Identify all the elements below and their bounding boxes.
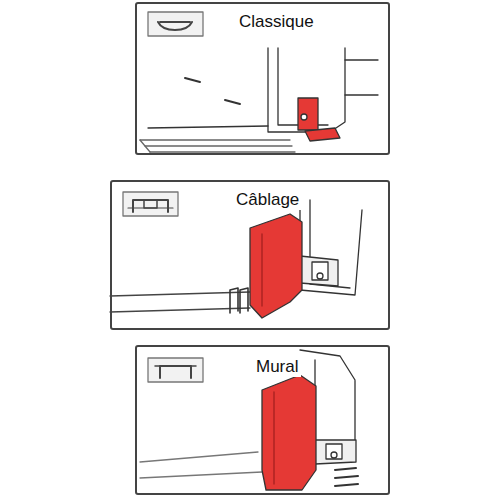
mode-panel: Câblage	[110, 180, 390, 330]
mode-label: Mural	[254, 357, 301, 377]
wall-staple-icon	[148, 358, 203, 382]
classic-staple-icon	[148, 12, 203, 36]
mode-label: Classique	[237, 12, 316, 32]
wall-stapler-drawing	[140, 350, 358, 490]
mode-label: Câblage	[234, 190, 301, 210]
mode-panel: Mural	[135, 345, 390, 495]
cable-staple-icon	[123, 192, 178, 216]
classic-stapler-drawing	[140, 48, 378, 152]
cable-stapler-drawing	[110, 200, 362, 318]
mode-panel: Classique	[135, 2, 390, 155]
